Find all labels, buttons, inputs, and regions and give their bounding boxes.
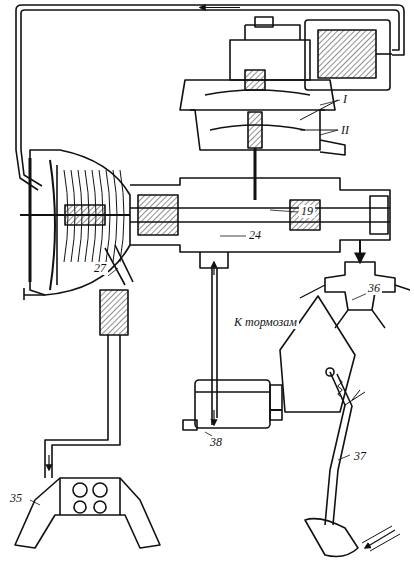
callout-number: 36 [366, 282, 382, 295]
callout-number: 27 [92, 262, 108, 275]
callout-number: II [339, 124, 351, 137]
callout-number: 24 [247, 229, 263, 242]
callout-number: I [341, 93, 349, 106]
callout-number: 19 [299, 205, 315, 218]
caption-label: К тормозам [232, 316, 299, 329]
callout-number: 37 [352, 450, 368, 463]
callout-number: 38 [208, 436, 224, 449]
callout-number: 35 [8, 492, 24, 505]
